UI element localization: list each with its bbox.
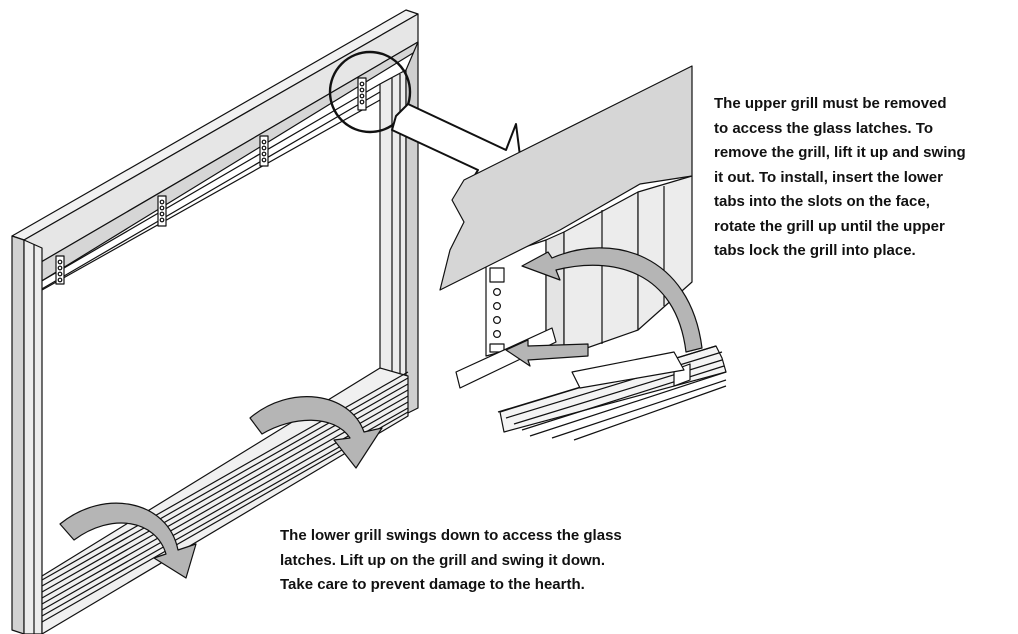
upper-slot-plate-4 (357, 77, 367, 111)
upper-slot-plate-1 (55, 255, 65, 285)
fireplace-frame (11, 9, 419, 634)
lift-swing-arrow (521, 247, 703, 353)
upper-grill-instructions: The upper grill must be removed to acces… (714, 95, 966, 259)
swing-down-arrow-left (59, 502, 197, 579)
upper-slot-plate-3 (259, 135, 269, 167)
swing-down-arrow-right (249, 396, 383, 469)
upper-slot-plate-2 (157, 195, 167, 227)
detail-view (439, 65, 727, 441)
detail-callout-circle (328, 50, 412, 134)
lower-grill-instructions: The lower grill swings down to access th… (280, 527, 622, 593)
insert-tabs-arrow (505, 339, 589, 367)
